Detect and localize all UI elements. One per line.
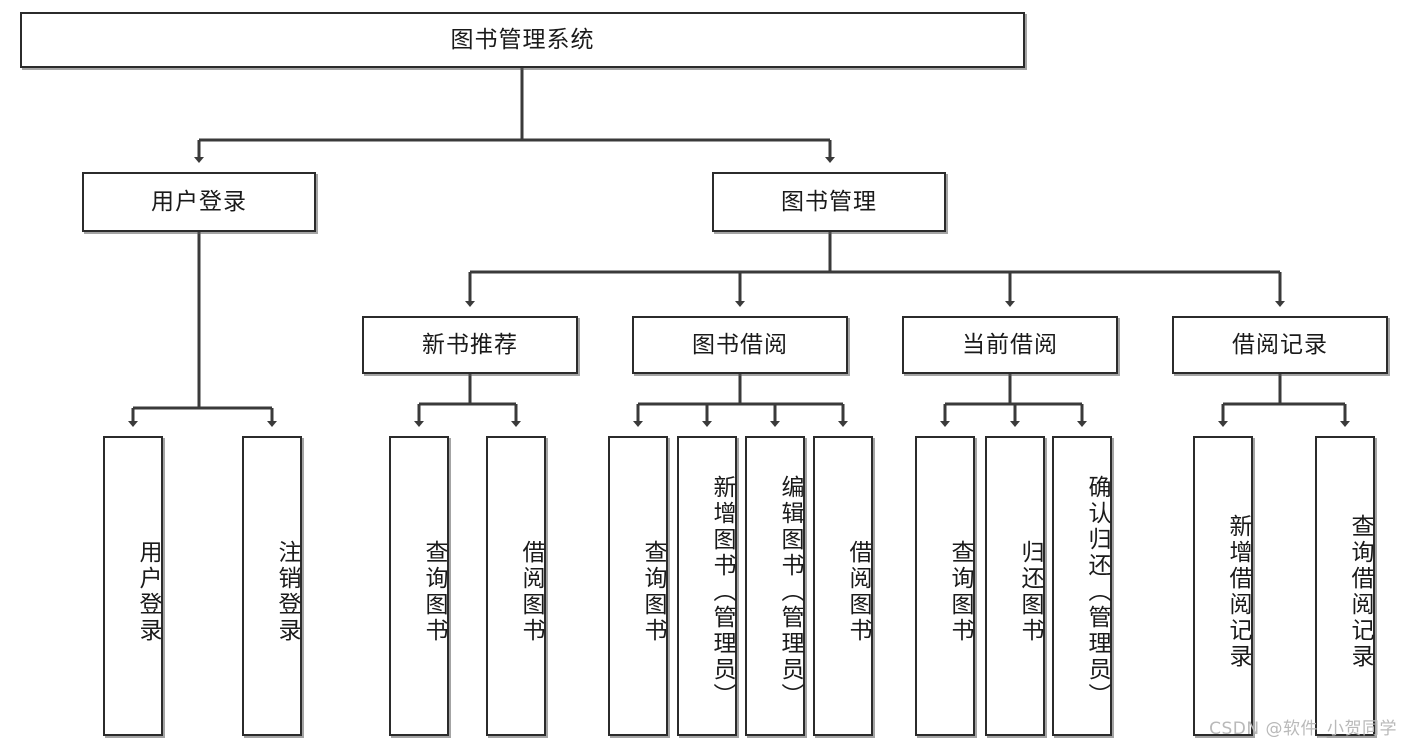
node-borrow-record[interactable]: 借阅记录 (1172, 316, 1388, 374)
node-user-login-label: 用户登录 (151, 188, 247, 215)
csdn-watermark: CSDN @软件_小贺同学 (1209, 719, 1397, 739)
node-leaf-search-book-current-label: 查询图书 (947, 540, 973, 644)
node-current-borrow[interactable]: 当前借阅 (902, 316, 1118, 374)
node-leaf-add-book-admin[interactable]: 新增图书（管理员） (677, 436, 737, 736)
node-leaf-search-book-recommend-label: 查询图书 (421, 540, 447, 644)
node-book-management-label: 图书管理 (781, 188, 877, 215)
node-new-book-recommend-label: 新书推荐 (422, 331, 518, 358)
node-leaf-borrow-book-recommend-label: 借阅图书 (518, 540, 544, 644)
node-book-borrow[interactable]: 图书借阅 (632, 316, 848, 374)
node-leaf-confirm-return-admin[interactable]: 确认归还（管理员） (1052, 436, 1112, 736)
node-leaf-return-book-label: 归还图书 (1017, 540, 1043, 644)
node-leaf-search-book-recommend[interactable]: 查询图书 (389, 436, 449, 736)
node-leaf-user-logout-label: 注销登录 (274, 540, 300, 644)
node-leaf-search-borrow-record[interactable]: 查询借阅记录 (1315, 436, 1375, 736)
node-user-login[interactable]: 用户登录 (82, 172, 316, 232)
node-book-borrow-label: 图书借阅 (692, 331, 788, 358)
node-leaf-search-book-borrow[interactable]: 查询图书 (608, 436, 668, 736)
node-leaf-return-book[interactable]: 归还图书 (985, 436, 1045, 736)
node-leaf-search-book-current[interactable]: 查询图书 (915, 436, 975, 736)
node-new-book-recommend[interactable]: 新书推荐 (362, 316, 578, 374)
node-leaf-add-book-admin-label: 新增图书（管理员） (709, 475, 735, 709)
node-root[interactable]: 图书管理系统 (20, 12, 1025, 68)
node-leaf-user-login-label: 用户登录 (135, 540, 161, 644)
node-leaf-search-book-borrow-label: 查询图书 (640, 540, 666, 644)
node-leaf-borrow-book-recommend[interactable]: 借阅图书 (486, 436, 546, 736)
node-leaf-borrow-book-label: 借阅图书 (845, 540, 871, 644)
node-leaf-borrow-book[interactable]: 借阅图书 (813, 436, 873, 736)
node-book-management[interactable]: 图书管理 (712, 172, 946, 232)
node-leaf-search-borrow-record-label: 查询借阅记录 (1347, 514, 1373, 670)
node-current-borrow-label: 当前借阅 (962, 331, 1058, 358)
node-leaf-user-login[interactable]: 用户登录 (103, 436, 163, 736)
node-borrow-record-label: 借阅记录 (1232, 331, 1328, 358)
node-leaf-add-borrow-record-label: 新增借阅记录 (1225, 514, 1251, 670)
node-leaf-add-borrow-record[interactable]: 新增借阅记录 (1193, 436, 1253, 736)
node-leaf-confirm-return-admin-label: 确认归还（管理员） (1084, 475, 1110, 709)
node-leaf-user-logout[interactable]: 注销登录 (242, 436, 302, 736)
node-leaf-edit-book-admin-label: 编辑图书（管理员） (777, 475, 803, 709)
node-leaf-edit-book-admin[interactable]: 编辑图书（管理员） (745, 436, 805, 736)
node-root-label: 图书管理系统 (450, 26, 595, 53)
